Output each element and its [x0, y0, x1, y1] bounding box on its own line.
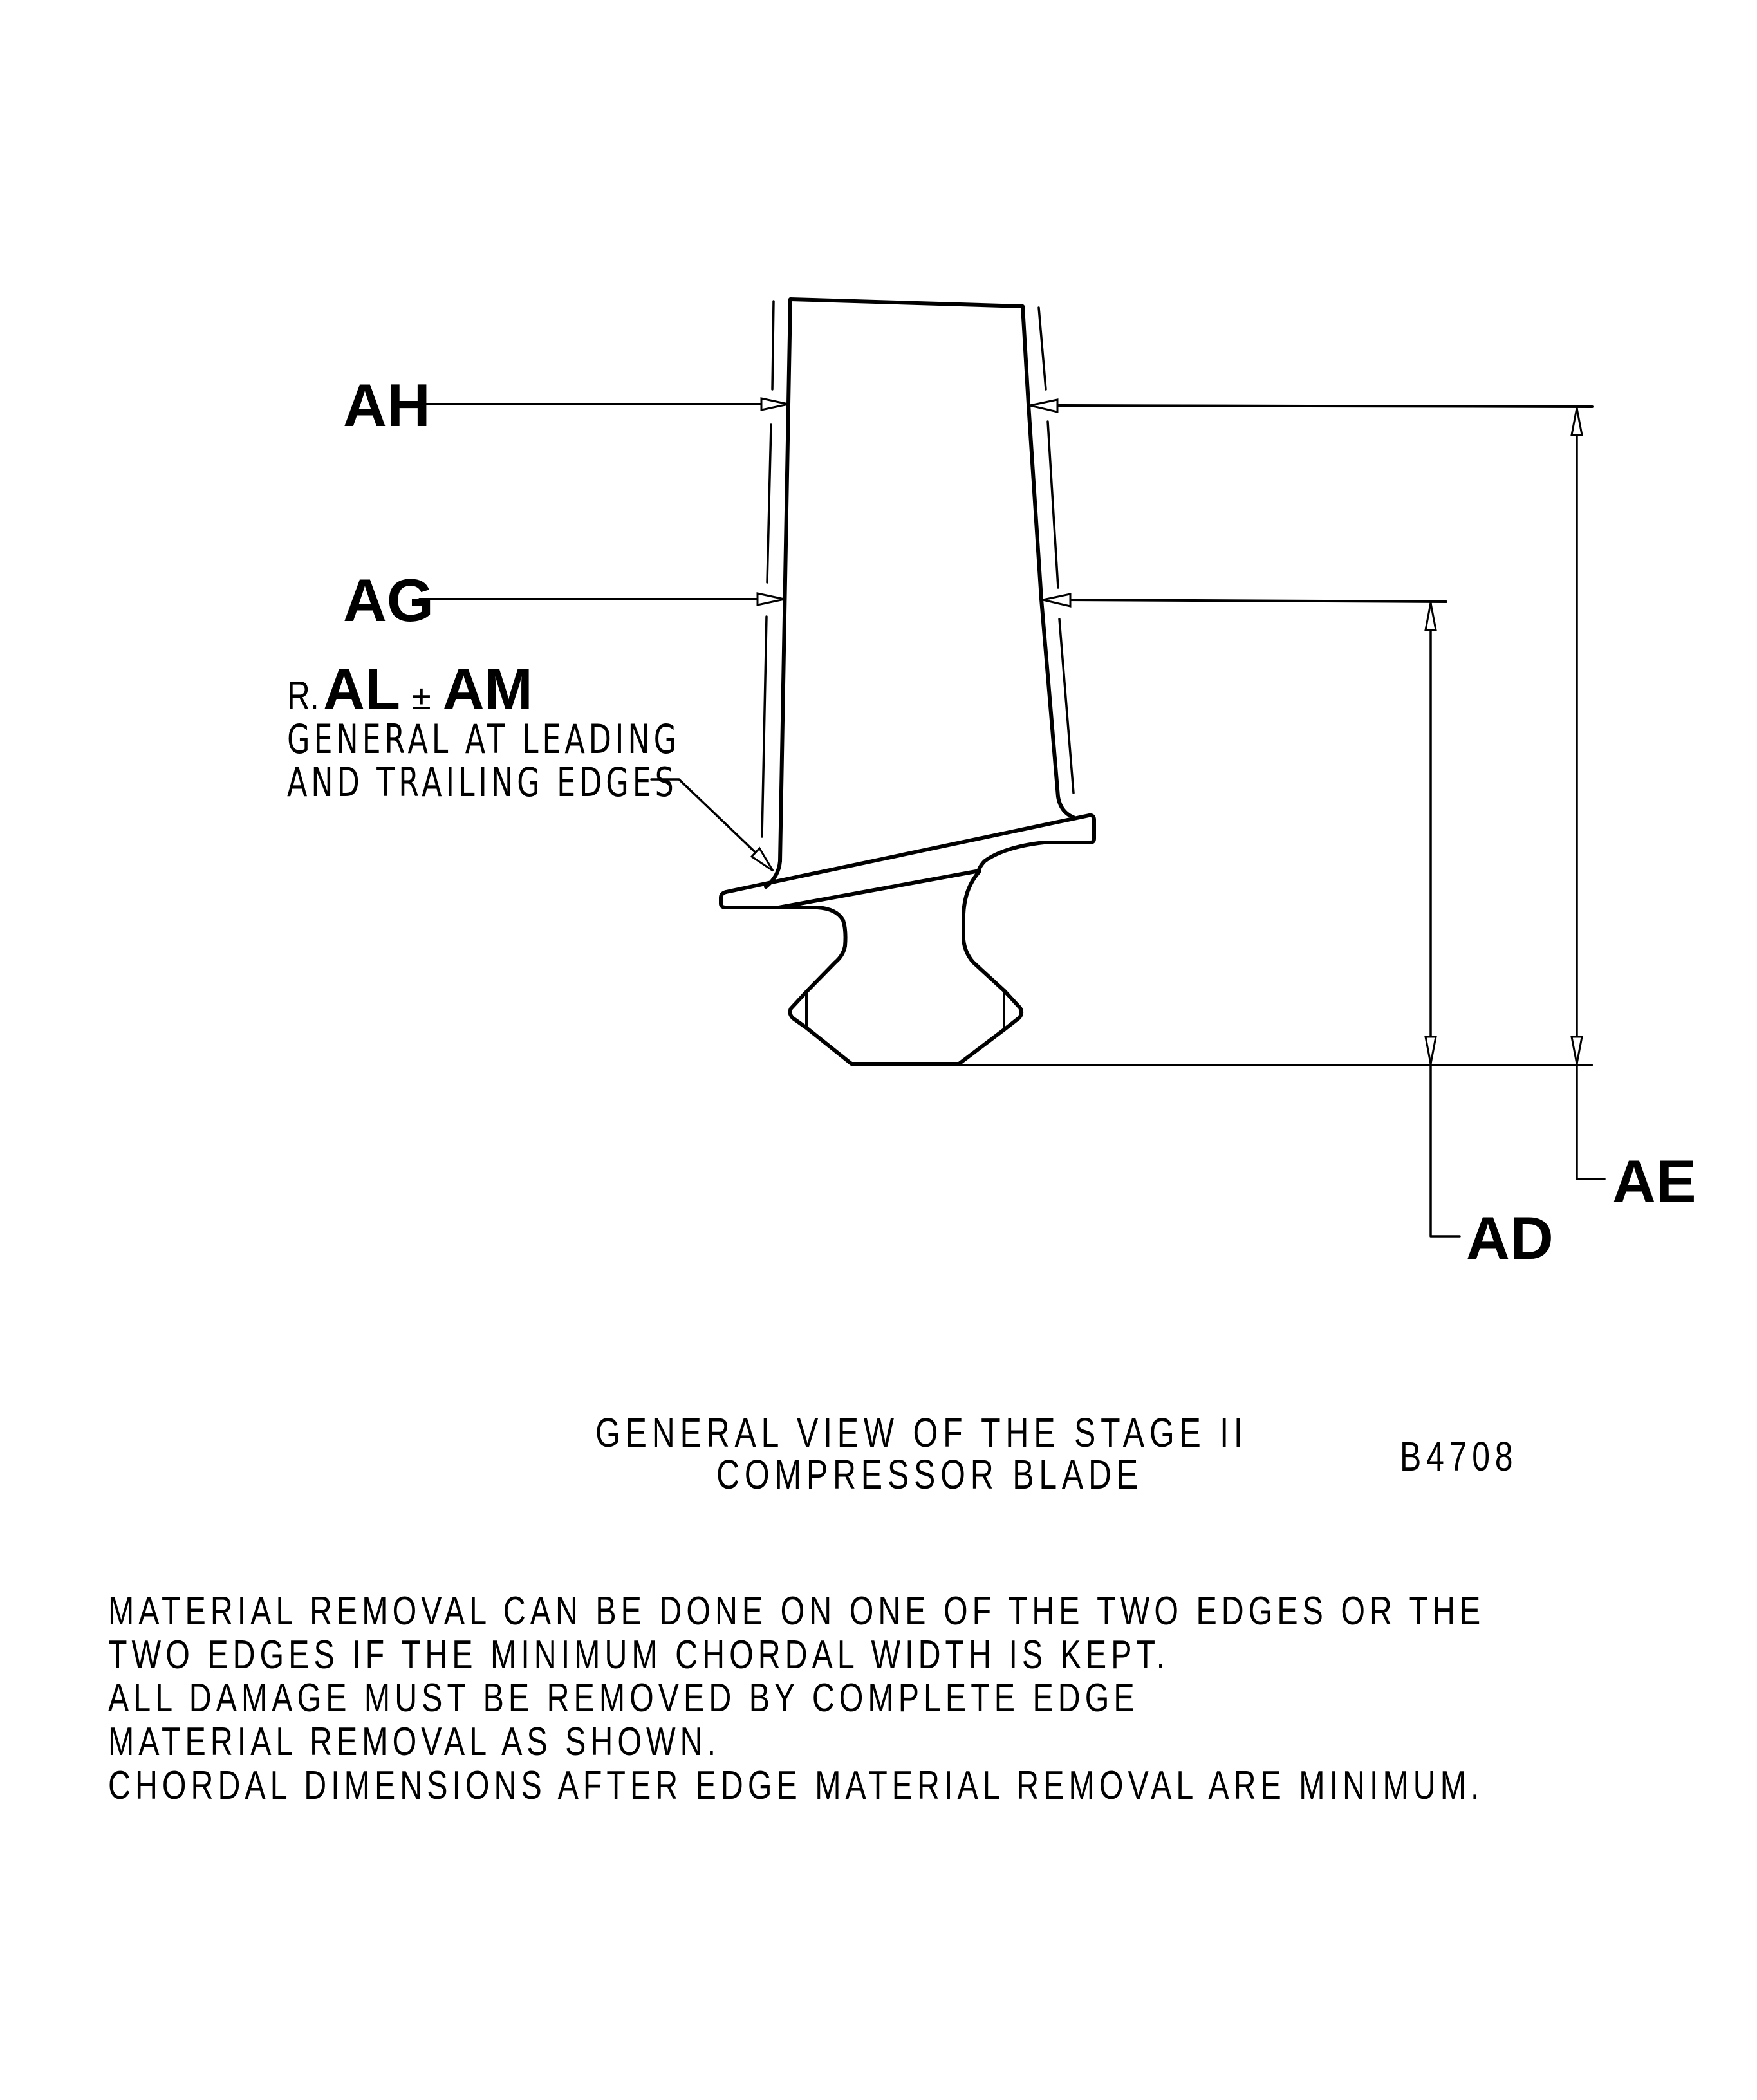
arrow-ah-left: [760, 397, 789, 411]
note-line-3: ALL DAMAGE MUST BE REMOVED BY COMPLETE E…: [108, 1676, 1139, 1720]
radius-prefix: R.: [287, 674, 319, 718]
dimension-label-ae: AE: [1612, 1148, 1697, 1215]
airfoil-outline: [778, 297, 1075, 863]
radius-note-line-1: GENERAL AT LEADING: [287, 716, 681, 763]
arrow-ae-bottom: [1570, 1036, 1583, 1064]
arrow-ad-top: [1424, 602, 1437, 631]
arrow-ag-left: [756, 592, 785, 606]
caption-title-line-2: COMPRESSOR BLADE: [716, 1451, 1143, 1498]
ae-dimension-line: [1576, 405, 1606, 1180]
radius-callout: R.AL ± AM: [287, 661, 533, 719]
dimension-label-ad: AD: [1466, 1204, 1554, 1272]
radius-note-line-2: AND TRAILING EDGES: [287, 759, 678, 806]
platform-underside: [777, 869, 981, 909]
radius-tolerance: AM: [442, 658, 533, 722]
caption-title-line-1: GENERAL VIEW OF THE STAGE II: [595, 1409, 1248, 1456]
arrow-ah-right: [1029, 398, 1059, 413]
note-line-1: MATERIAL REMOVAL CAN BE DONE ON ONE OF T…: [108, 1589, 1485, 1633]
arrow-ae-top: [1570, 407, 1583, 436]
note-line-5: CHORDAL DIMENSIONS AFTER EDGE MATERIAL R…: [108, 1763, 1484, 1808]
radius-plusminus: ±: [411, 678, 431, 717]
arrow-ag-right: [1042, 593, 1072, 608]
radius-value: AL: [323, 658, 400, 722]
removal-line-trailing: [1037, 306, 1075, 794]
radius-leader: [650, 778, 767, 864]
note-line-4: MATERIAL REMOVAL AS SHOWN.: [108, 1720, 721, 1764]
arrow-ad-bottom: [1424, 1036, 1437, 1064]
note-line-2: TWO EDGES IF THE MINIMUM CHORDAL WIDTH I…: [108, 1633, 1170, 1677]
platform-outline: [724, 813, 1096, 894]
arrow-radius: [750, 846, 774, 872]
dimension-label-ag: AG: [343, 566, 434, 634]
platform-leading-tip: [719, 890, 819, 909]
ad-dimension-line: [1429, 600, 1461, 1238]
removal-line-leading: [761, 300, 775, 838]
ah-leader-right: [1051, 404, 1594, 408]
ag-leader-right: [1064, 599, 1447, 603]
blade-root: [788, 870, 1024, 1066]
figure-id: B4708: [1400, 1433, 1518, 1480]
dimension-label-ah: AH: [343, 371, 431, 439]
